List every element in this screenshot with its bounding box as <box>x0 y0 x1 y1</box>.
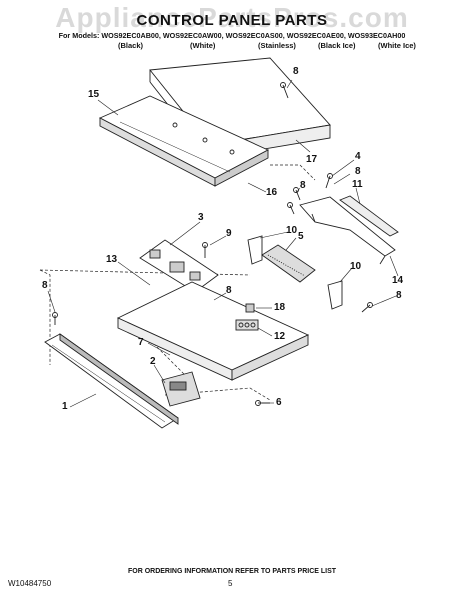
watermark: AppliancePartsPros.com <box>55 2 409 33</box>
callout-18: 18 <box>274 302 286 313</box>
models-line: For Models: WOS92EC0AB00, WOS92EC0AW00, … <box>58 31 406 40</box>
finish-label: (White) <box>190 41 216 50</box>
finish-label: (White Ice) <box>378 41 416 50</box>
callout-17: 17 <box>306 154 318 165</box>
callout-14: 14 <box>392 275 404 286</box>
callout-11: 11 <box>352 179 363 190</box>
callout-leader-lines <box>47 79 399 408</box>
callout-8: 8 <box>396 290 402 301</box>
bracket-part <box>327 280 343 310</box>
panel-backplate-part <box>116 281 310 381</box>
page-title: CONTROL PANEL PARTS <box>136 12 328 29</box>
front-glass-panel-part <box>44 333 179 429</box>
control-board-part <box>139 239 219 293</box>
finish-label: (Black) <box>118 41 144 50</box>
callout-9: 9 <box>226 228 232 239</box>
terminal-block-part <box>235 319 259 331</box>
finish-label: (Black Ice) <box>318 41 356 50</box>
callout-15: 15 <box>88 89 100 100</box>
upper-trim-part <box>98 95 270 187</box>
callout-8: 8 <box>300 180 306 191</box>
bracket-part <box>247 235 263 265</box>
bar-part <box>339 195 399 237</box>
callout-16: 16 <box>266 187 278 198</box>
ordering-note: FOR ORDERING INFORMATION REFER TO PARTS … <box>127 568 337 575</box>
callout-10: 10 <box>286 225 298 236</box>
nut-part <box>245 303 255 313</box>
callout-3: 3 <box>198 212 204 223</box>
page-number: 5 <box>228 579 233 588</box>
callout-4: 4 <box>355 151 361 162</box>
callout-8: 8 <box>226 285 232 296</box>
callout-6: 6 <box>276 397 282 408</box>
callout-5: 5 <box>298 231 304 242</box>
callout-13: 13 <box>106 254 118 265</box>
finish-label: (Stainless) <box>258 41 296 50</box>
callout-1: 1 <box>62 401 68 412</box>
callout-8: 8 <box>293 66 299 77</box>
callout-12: 12 <box>274 331 286 342</box>
display-module-part <box>161 371 201 407</box>
side-bracket-part <box>299 196 396 265</box>
callout-2: 2 <box>150 356 156 367</box>
document-number: W10484750 <box>8 579 52 588</box>
connector-part <box>261 244 316 283</box>
callout-7: 7 <box>138 337 144 348</box>
callout-10: 10 <box>350 261 362 272</box>
callout-8: 8 <box>355 166 361 177</box>
callout-8: 8 <box>42 280 48 291</box>
